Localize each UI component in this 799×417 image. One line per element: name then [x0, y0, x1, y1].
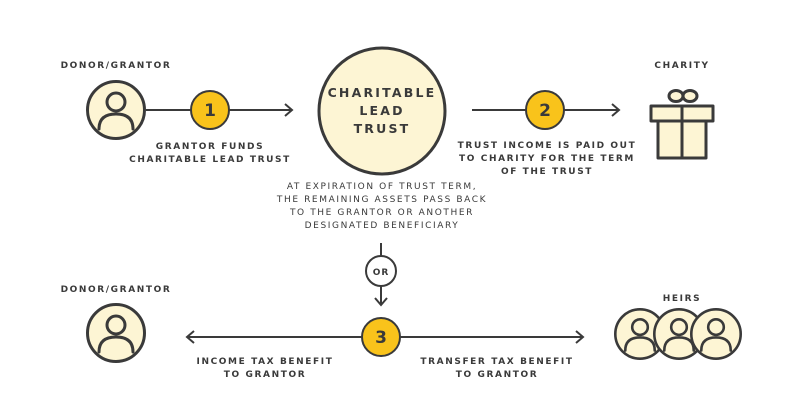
donor-person-icon [86, 80, 146, 140]
step-1-badge: 1 [190, 90, 230, 130]
income-tax-caption-line-2: TO GRANTOR [223, 370, 307, 380]
step-3-number: 3 [375, 328, 387, 348]
step-1-number: 1 [204, 101, 216, 121]
expiration-line-4: DESIGNATED BENEFICIARY [304, 221, 460, 231]
trust-title-line-1: CHARITABLE [328, 85, 437, 100]
arrow-icon [400, 330, 585, 344]
step-2-caption-line-3: OF THE TRUST [500, 167, 594, 177]
step-2-caption: TRUST INCOME IS PAID OUT TO CHARITY FOR … [447, 140, 647, 179]
step-2-caption-line-1: TRUST INCOME IS PAID OUT [457, 141, 637, 151]
step-1-caption-line-1: GRANTOR FUNDS [155, 142, 265, 152]
top-donor-label: DONOR/GRANTOR [60, 61, 172, 71]
or-label: OR [373, 268, 390, 278]
expiration-line-3: TO THE GRANTOR OR ANOTHER [289, 208, 475, 218]
trust-circle: CHARITABLE LEAD TRUST [317, 46, 447, 176]
transfer-tax-caption-line-2: TO GRANTOR [455, 370, 539, 380]
transfer-tax-caption: TRANSFER TAX BENEFIT TO GRANTOR [412, 356, 582, 382]
step-2-number: 2 [539, 101, 551, 121]
step-1-caption: GRANTOR FUNDS CHARITABLE LEAD TRUST [120, 141, 300, 167]
arrow-icon [185, 330, 362, 344]
trust-title-line-2: LEAD [359, 103, 404, 118]
gift-icon [649, 89, 715, 160]
arrow-icon [374, 243, 388, 307]
heirs-label: HEIRS [662, 294, 702, 304]
transfer-tax-caption-line-1: TRANSFER TAX BENEFIT [420, 357, 574, 367]
income-tax-caption-line-1: INCOME TAX BENEFIT [196, 357, 334, 367]
step-2-caption-line-2: TO CHARITY FOR THE TERM [459, 154, 635, 164]
trust-title-line-3: TRUST [354, 121, 411, 136]
expiration-text: AT EXPIRATION OF TRUST TERM, THE REMAINI… [262, 181, 502, 233]
step-2-badge: 2 [525, 90, 565, 130]
step-1-caption-line-2: CHARITABLE LEAD TRUST [129, 155, 291, 165]
income-tax-caption: INCOME TAX BENEFIT TO GRANTOR [185, 356, 345, 382]
donor-person-icon [86, 303, 146, 363]
or-badge: OR [365, 255, 397, 287]
expiration-line-2: THE REMAINING ASSETS PASS BACK [276, 195, 488, 205]
bottom-donor-label: DONOR/GRANTOR [60, 285, 172, 295]
expiration-line-1: AT EXPIRATION OF TRUST TERM, [286, 182, 478, 192]
step-3-badge: 3 [361, 317, 401, 357]
heir-person-icon [690, 308, 742, 360]
charity-label: CHARITY [654, 61, 710, 71]
